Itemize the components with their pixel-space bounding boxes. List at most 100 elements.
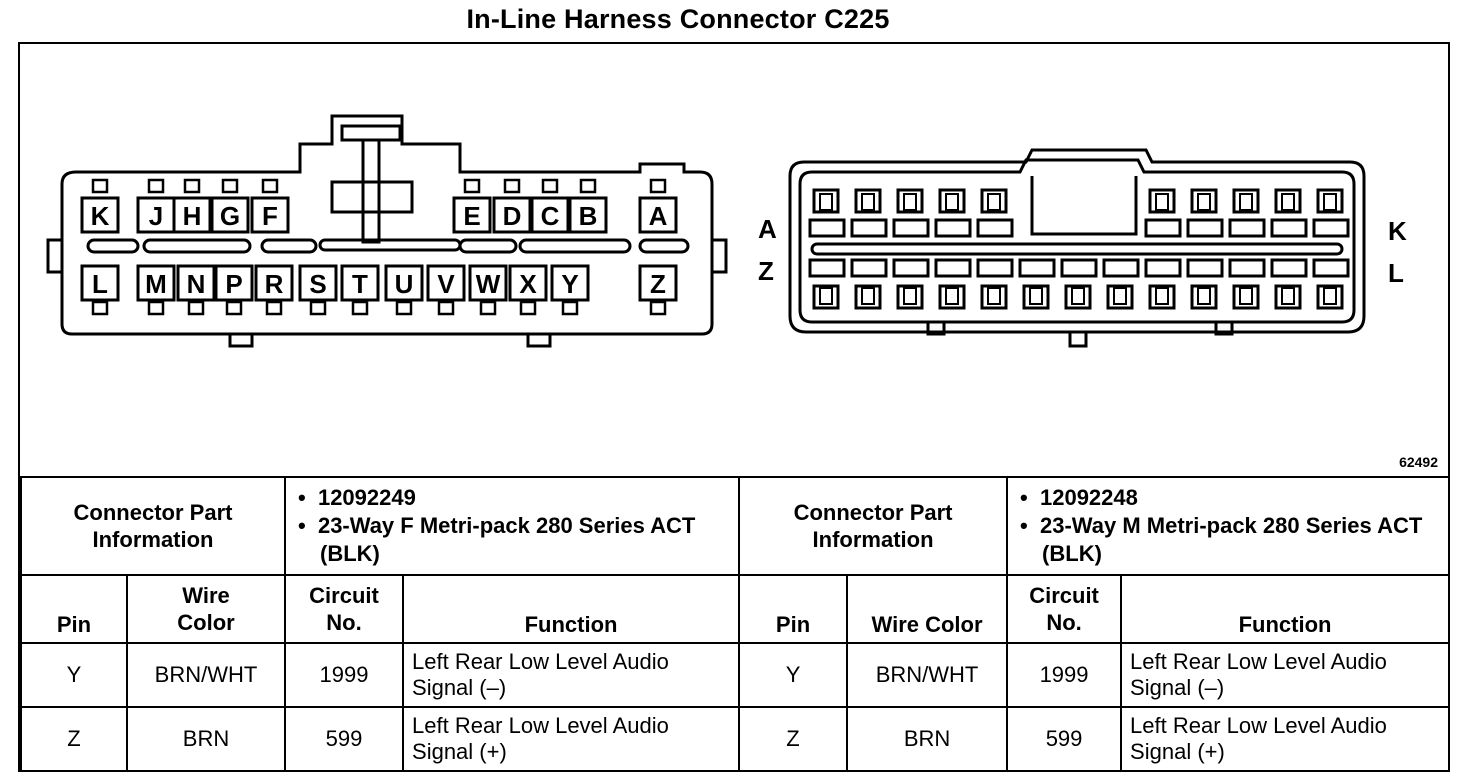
female-bottom-pin-r: R [254,264,294,316]
female-top-pin-c: C [530,178,570,234]
male-bottom-cavity [892,258,930,310]
male-bottom-cavity [1270,258,1308,310]
male-top-cavity [1144,188,1182,238]
female-bottom-pin-w: W [468,264,508,316]
male-bottom-cavity [1102,258,1140,310]
pin-label: H [183,201,202,231]
female-bottom-pin-p: P [214,264,254,316]
right-part-info-label: Connector Part Information [738,476,1009,576]
pin-label: S [309,269,326,299]
male-top-cavity [1270,188,1308,238]
table-row: Z BRN 599 Left Rear Low Level Audio Sign… [20,706,1451,772]
pin-label: B [579,201,598,231]
pin-label: R [265,269,284,299]
female-bottom-pin-u: U [384,264,424,316]
right-part-bullets: • 12092248 • 23-Way M Metri-pack 280 Ser… [1006,476,1451,576]
female-bottom-pin-n: N [176,264,216,316]
pin-label: E [463,201,480,231]
left-part-info-label: Connector Part Information [19,476,287,576]
male-top-cavity [1186,188,1224,238]
right-header-pin: Pin [738,574,849,644]
male-top-cavity [1312,188,1350,238]
left-header-circuit: Circuit No. [284,574,405,644]
pin-label: J [149,201,163,231]
pin-label: X [519,269,537,299]
male-bottom-cavity [1018,258,1056,310]
female-bottom-pin-v: V [426,264,466,316]
male-label-a: A [758,214,777,244]
female-bottom-pin-y: Y [550,264,590,316]
right-header-function: Function [1120,574,1451,644]
male-label-k: K [1388,216,1407,246]
male-label-l: L [1388,258,1404,288]
left-header-function: Function [402,574,741,644]
diagram-title: In-Line Harness Connector C225 [466,4,890,34]
pin-label: D [503,201,522,231]
pin-label: U [395,269,414,299]
pin-label: N [187,269,206,299]
female-bottom-pin-s: S [298,264,338,316]
female-top-pin-g: G [210,178,250,234]
right-row2-circuit: 599 [1006,706,1123,772]
right-header-wire-color: Wire Color [846,574,1009,644]
part-info-row: Connector Part Information • 12092249 • … [19,476,1451,576]
pin-label: C [541,201,560,231]
male-bottom-cavity [850,258,888,310]
female-bottom-pin-l: L [80,264,120,316]
pin-label: L [92,269,108,299]
female-connector [46,114,728,348]
female-top-pin-h: H [172,178,212,234]
male-connector [788,148,1366,348]
left-row1-pin: Y [20,642,128,708]
pin-label: A [649,201,668,231]
left-part-number: • 12092249 [298,485,416,510]
right-part-number: • 12092248 [1020,485,1138,510]
male-top-cavity [976,188,1014,238]
male-bottom-cavity [1060,258,1098,310]
column-header-row: Pin Wire Color Circuit No. Function Pin … [20,574,1451,644]
pin-label: G [220,201,240,231]
female-top-pin-k: K [80,178,120,234]
left-row1-function: Left Rear Low Level Audio Signal (–) [402,642,741,708]
right-row1-circuit: 1999 [1006,642,1123,708]
right-row1-pin: Y [738,642,849,708]
pin-label: Y [561,269,578,299]
male-bottom-cavity [808,258,846,310]
female-bottom-pin-m: M [136,264,176,316]
male-bottom-cavity [1228,258,1266,310]
figure-id: 62492 [1399,454,1438,470]
male-bottom-cavity [1186,258,1224,310]
male-top-cavity [808,188,846,238]
male-bottom-cavity [934,258,972,310]
left-row2-wire-color: BRN [125,706,287,772]
male-label-z: Z [758,256,774,286]
right-row2-pin: Z [738,706,849,772]
left-row1-wire-color: BRN/WHT [125,642,287,708]
right-header-circuit: Circuit No. [1006,574,1123,644]
female-bottom-pin-x: X [508,264,548,316]
male-top-cavity [934,188,972,238]
female-bottom-pin-z: Z [638,264,678,316]
pin-label: K [91,201,110,231]
pin-label: P [225,269,242,299]
connector-info-table: Connector Part Information • 12092249 • … [19,476,1451,772]
pin-label: V [437,269,455,299]
male-bottom-cavity [1144,258,1182,310]
male-top-cavity [892,188,930,238]
pin-label: W [476,269,501,299]
male-bottom-cavity [1312,258,1350,310]
right-row1-wire-color: BRN/WHT [846,642,1009,708]
left-row2-pin: Z [20,706,128,772]
pin-label: T [352,269,368,299]
male-bottom-cavity [976,258,1014,310]
left-part-bullets: • 12092249 • 23-Way F Metri-pack 280 Ser… [284,476,741,576]
female-top-pin-d: D [492,178,532,234]
female-top-pin-f: F [250,178,290,234]
male-top-cavity [1228,188,1266,238]
pin-label: F [262,201,278,231]
pin-label: Z [650,269,666,299]
